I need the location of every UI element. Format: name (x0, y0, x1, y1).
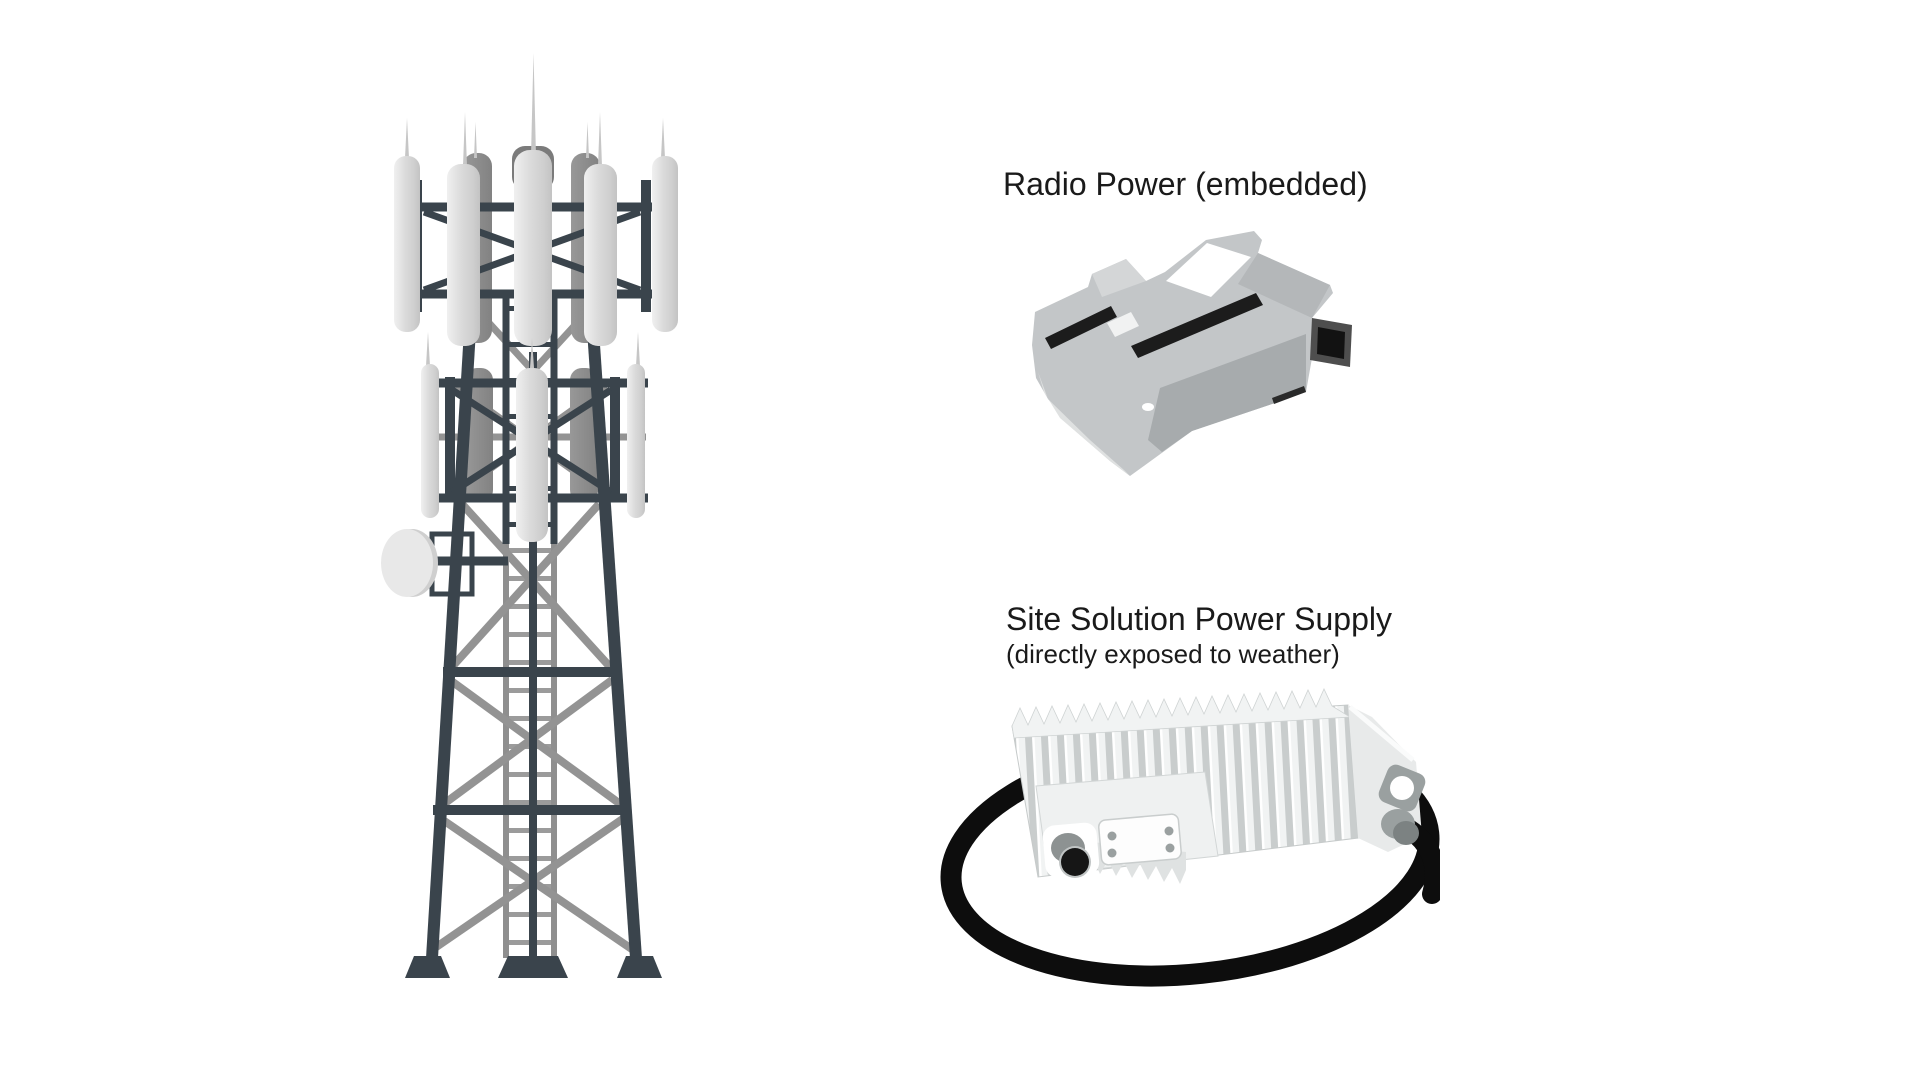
site-solution-title: Site Solution Power Supply (1006, 601, 1392, 637)
telecom-tower-illustration (381, 53, 678, 978)
tower-foot (498, 956, 568, 978)
tower-foot (405, 956, 450, 978)
radio-power-title: Radio Power (embedded) (1003, 166, 1368, 202)
vent-slot (1131, 293, 1263, 358)
fin-tips (1011, 688, 1352, 739)
tower-foot (617, 956, 662, 978)
radio-power-label-patch (1166, 243, 1251, 297)
power-supply-box (1011, 688, 1426, 884)
screw-plate (1097, 813, 1182, 866)
tower-antenna-panels-top (394, 53, 678, 346)
site-solution-subtitle: (directly exposed to weather) (1006, 639, 1340, 669)
cable-connector (1381, 809, 1440, 904)
site-power-supply-illustration (940, 688, 1440, 987)
radio-power-module-illustration (1032, 231, 1352, 476)
vent-slot (1045, 306, 1117, 349)
dish-antenna (381, 529, 508, 597)
tower-antenna-panels-mid (421, 332, 645, 542)
tower-legs (405, 330, 662, 978)
